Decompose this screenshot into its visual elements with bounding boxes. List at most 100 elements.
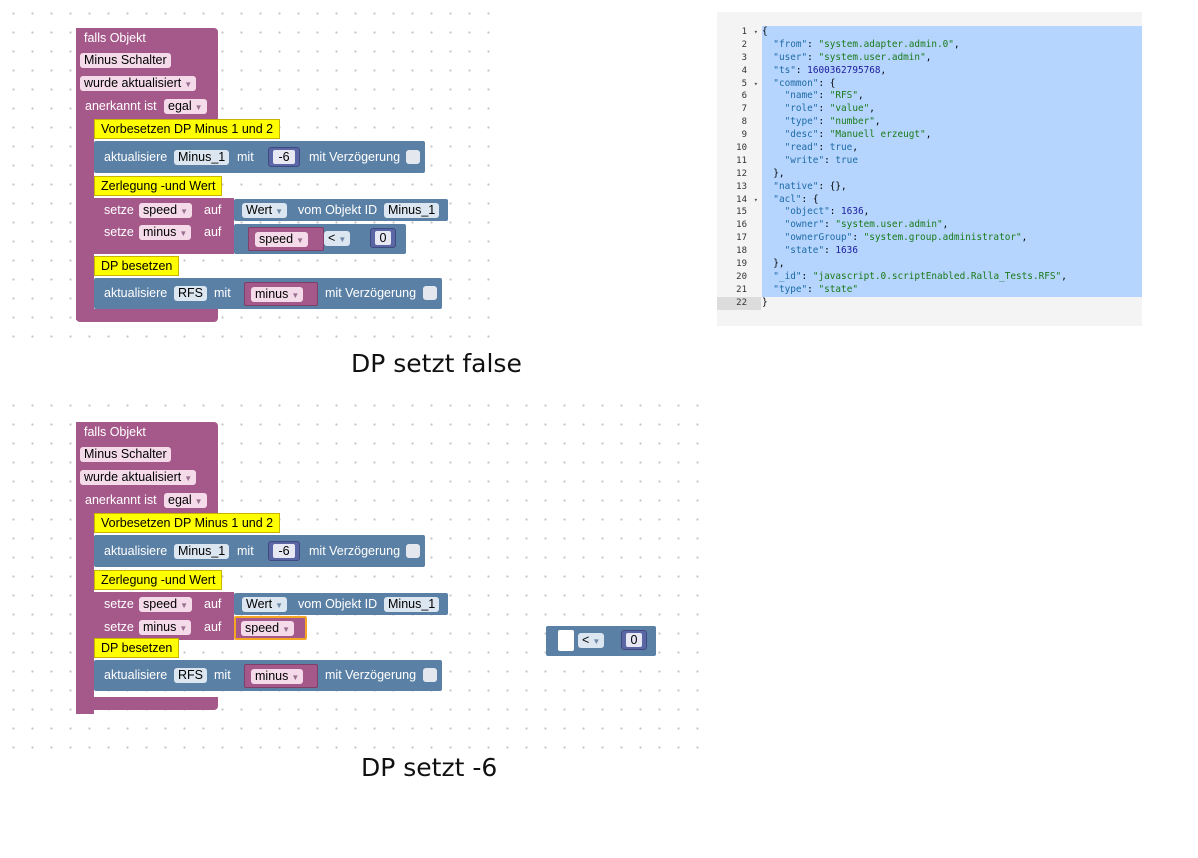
ack-dropdown[interactable]: egal▼: [164, 493, 207, 508]
code-line[interactable]: "role": "value",: [762, 103, 1142, 117]
variable-dropdown[interactable]: minus▼: [139, 225, 192, 240]
code-line[interactable]: }: [762, 296, 768, 308]
code-line[interactable]: "native": {},: [762, 180, 1142, 194]
fold-toggle-icon[interactable]: ▾: [753, 195, 758, 204]
variable-get-block[interactable]: minus▼: [244, 664, 318, 688]
dropdown-arrow-icon: ▼: [291, 673, 300, 682]
delay-label: mit Verzögerung: [309, 544, 401, 558]
code-line[interactable]: {: [762, 26, 1142, 39]
object-id-field[interactable]: Minus_1: [384, 203, 440, 218]
event-block-bottom[interactable]: falls Objekt Minus Schalter wurde aktual…: [0, 394, 500, 734]
comment-block[interactable]: Vorbesetzen DP Minus 1 und 2: [94, 513, 281, 533]
set-label: setze: [104, 203, 134, 217]
line-number: 12: [736, 168, 747, 179]
event-block-top[interactable]: falls Objekt Minus Schalter wurde aktual…: [0, 0, 500, 340]
code-area[interactable]: { "from": "system.adapter.admin.0", "use…: [762, 26, 1142, 310]
property-dropdown[interactable]: Wert▼: [242, 597, 288, 612]
variable-dropdown[interactable]: minus▼: [251, 669, 304, 684]
update-target-field[interactable]: Minus_1: [174, 150, 230, 165]
update-target-field[interactable]: RFS: [174, 286, 207, 301]
number-value[interactable]: -6: [273, 150, 295, 164]
get-state-block[interactable]: Wert▼ vom Objekt ID Minus_1: [234, 199, 448, 221]
comment-block[interactable]: DP besetzen: [94, 256, 180, 276]
code-line[interactable]: "from": "system.adapter.admin.0",: [762, 38, 1142, 52]
line-number: 20: [736, 271, 747, 282]
delay-checkbox[interactable]: [423, 286, 437, 300]
line-number: 11: [736, 155, 747, 166]
set-variable-block[interactable]: setze speed▼ auf: [94, 592, 234, 616]
variable-get-block[interactable]: speed▼: [248, 227, 324, 251]
code-line[interactable]: "common": {: [762, 77, 1142, 91]
delay-checkbox[interactable]: [406, 544, 420, 558]
variable-get-block[interactable]: minus▼: [244, 282, 318, 306]
code-line[interactable]: "acl": {: [762, 193, 1142, 207]
set-label: setze: [104, 597, 134, 611]
delay-checkbox[interactable]: [423, 668, 437, 682]
update-block[interactable]: aktualisiere Minus_1 mit -6 mit Verzöger…: [94, 535, 425, 567]
code-line[interactable]: "desc": "Manuell erzeugt",: [762, 129, 1142, 143]
code-line[interactable]: "_id": "javascript.0.scriptEnabled.Ralla…: [762, 270, 1142, 284]
delay-checkbox[interactable]: [406, 150, 420, 164]
code-line[interactable]: "user": "system.user.admin",: [762, 51, 1142, 65]
dropdown-arrow-icon: ▼: [282, 625, 290, 634]
code-line[interactable]: "ts": 1600362795768,: [762, 64, 1142, 78]
number-value[interactable]: 0: [626, 633, 642, 647]
variable-dropdown[interactable]: minus▼: [251, 287, 304, 302]
loose-compare-block[interactable]: <▼ 0: [546, 626, 656, 656]
object-name-field[interactable]: Minus Schalter: [80, 53, 171, 68]
set-variable-block[interactable]: setze minus▼ auf: [94, 616, 234, 640]
empty-input-slot[interactable]: [558, 630, 574, 651]
code-line[interactable]: "owner": "system.user.admin",: [762, 219, 1142, 233]
update-block[interactable]: aktualisiere Minus_1 mit -6 mit Verzöger…: [94, 141, 425, 173]
object-id-field[interactable]: Minus_1: [384, 597, 440, 612]
comment-block[interactable]: Vorbesetzen DP Minus 1 und 2: [94, 119, 281, 139]
code-line[interactable]: "read": true,: [762, 142, 1142, 155]
get-state-block[interactable]: Wert▼ vom Objekt ID Minus_1: [234, 593, 448, 615]
code-line[interactable]: },: [762, 167, 1142, 181]
code-line[interactable]: "type": "number",: [762, 116, 1142, 130]
fold-toggle-icon[interactable]: ▾: [753, 28, 758, 36]
set-variable-block[interactable]: setze speed▼ auf: [94, 198, 234, 222]
update-block[interactable]: aktualisiere RFS mit minus▼ mit Verzöger…: [94, 278, 442, 309]
code-line[interactable]: "object": 1636,: [762, 206, 1142, 220]
update-block[interactable]: aktualisiere RFS mit minus▼ mit Verzöger…: [94, 660, 442, 691]
line-number: 9: [741, 130, 747, 141]
number-value[interactable]: -6: [273, 544, 295, 558]
update-target-field[interactable]: RFS: [174, 668, 207, 683]
variable-dropdown[interactable]: speed▼: [139, 597, 192, 612]
number-value[interactable]: 0: [375, 231, 391, 245]
code-line[interactable]: "ownerGroup": "system.group.administrato…: [762, 232, 1142, 246]
code-line[interactable]: "type": "state": [762, 283, 1142, 297]
fold-toggle-icon[interactable]: ▾: [753, 79, 758, 88]
update-label: aktualisiere: [104, 150, 168, 164]
ack-dropdown[interactable]: egal▼: [164, 99, 207, 114]
code-line[interactable]: "name": "RFS",: [762, 90, 1142, 104]
set-variable-block[interactable]: setze minus▼ auf: [94, 222, 234, 254]
number-block[interactable]: -6: [268, 541, 300, 561]
property-dropdown[interactable]: Wert▼: [242, 203, 288, 218]
compare-block[interactable]: speed▼ <▼ 0: [234, 224, 406, 254]
comment-block[interactable]: Zerlegung -und Wert: [94, 570, 223, 590]
number-block[interactable]: 0: [370, 228, 396, 248]
code-line[interactable]: "state": 1636: [762, 245, 1142, 259]
variable-dropdown[interactable]: speed▼: [241, 621, 294, 636]
code-line[interactable]: },: [762, 258, 1142, 271]
number-block[interactable]: 0: [621, 630, 647, 650]
number-block[interactable]: -6: [268, 147, 300, 167]
trigger-dropdown[interactable]: wurde aktualisiert▼: [80, 76, 197, 91]
trigger-dropdown[interactable]: wurde aktualisiert▼: [80, 470, 197, 485]
variable-dropdown[interactable]: speed▼: [139, 203, 192, 218]
variable-dropdown[interactable]: speed▼: [255, 232, 308, 247]
comment-block[interactable]: DP besetzen: [94, 638, 180, 658]
object-name-field[interactable]: Minus Schalter: [80, 447, 171, 462]
operator-dropdown[interactable]: <▼: [578, 633, 605, 648]
variable-dropdown[interactable]: minus▼: [139, 620, 192, 635]
variable-get-block[interactable]: speed▼: [234, 616, 307, 640]
line-number: 10: [736, 143, 747, 154]
operator-dropdown[interactable]: <▼: [324, 231, 351, 246]
update-target-field[interactable]: Minus_1: [174, 544, 230, 559]
code-line[interactable]: "write": true: [762, 154, 1142, 168]
comment-block[interactable]: Zerlegung -und Wert: [94, 176, 223, 196]
auf-label: auf: [204, 225, 222, 239]
